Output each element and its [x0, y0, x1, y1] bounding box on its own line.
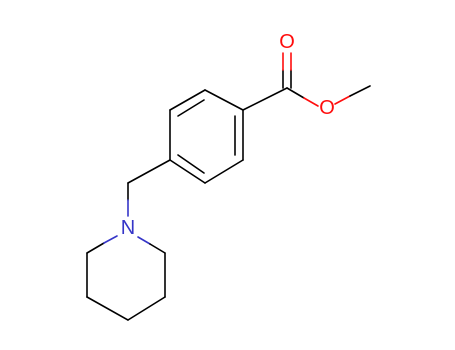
- ester-oxygen-bond: [286, 87, 305, 99]
- ester-oxygen-label: O: [319, 97, 335, 119]
- methylene-linker: [127, 159, 171, 217]
- ester-oxygen-bond: [303, 97, 319, 107]
- ring-double-bond: [177, 154, 205, 174]
- ring-bond: [127, 296, 166, 321]
- piperidine-ring: [86, 235, 166, 321]
- ring-bond: [169, 159, 206, 184]
- ring-to-methylene-bond: [127, 159, 171, 184]
- nitrogen-label: N: [121, 217, 135, 239]
- ring-bond: [137, 236, 151, 245]
- ring-bond: [86, 242, 105, 254]
- ring-to-carbonyl-bond: [242, 87, 288, 111]
- carbonyl-oxygen-label: O: [279, 31, 295, 53]
- methoxy-bond: [334, 95, 351, 105]
- methoxy-bond: [349, 85, 371, 97]
- ring-bond: [204, 159, 244, 184]
- ring-bond: [86, 296, 129, 321]
- benzene-ring: [169, 89, 244, 184]
- ring-bond: [149, 243, 166, 254]
- ring-bond: [204, 89, 244, 111]
- ring-double-bond: [177, 99, 205, 117]
- ring-bond: [103, 235, 118, 244]
- ester-group: [242, 52, 371, 111]
- ring-bond: [169, 89, 206, 111]
